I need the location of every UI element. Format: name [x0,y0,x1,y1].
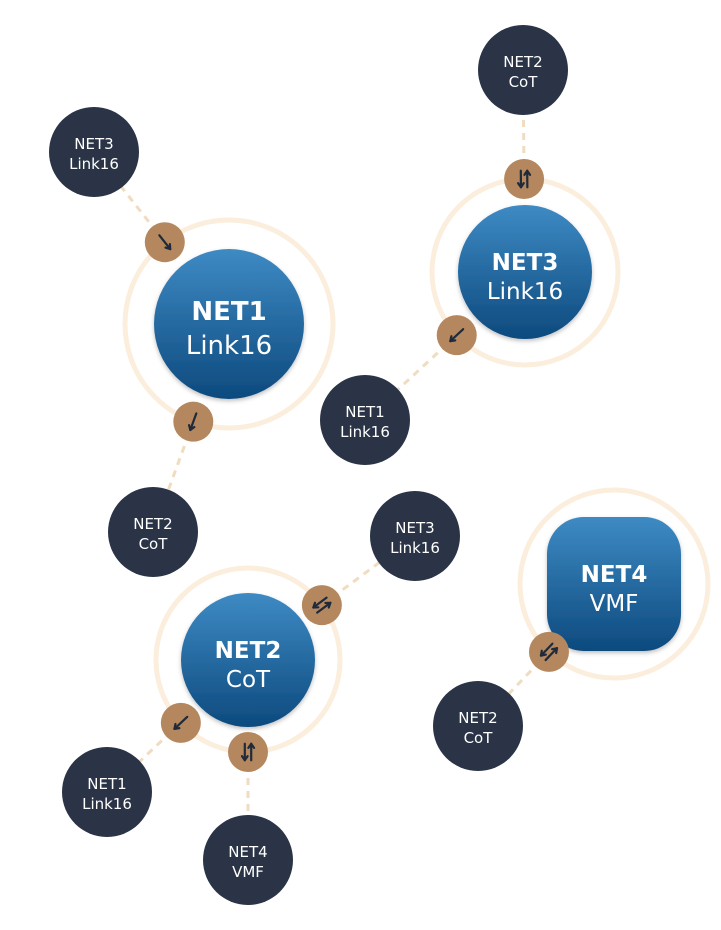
link-badge-net4-p-net2-c[interactable] [528,631,569,672]
hub-shape [458,205,592,339]
peers-layer: NET3Link16NET2CoTNET2CoTNET1Link16NET3Li… [49,25,568,905]
peer-name: NET2 [133,515,172,533]
link-line [508,650,551,695]
peer-shape [370,491,460,581]
peer-protocol: Link16 [390,539,440,557]
peer-shape [49,107,139,197]
peer-name: NET3 [74,135,113,153]
link-badge-net3-p-net1-a[interactable] [436,315,477,356]
peer-name: NET2 [503,53,542,71]
peer-protocol: VMF [232,863,264,881]
peer-protocol: CoT [509,73,539,91]
arrow-down-right-icon [158,234,172,251]
peer-name: NET4 [228,843,267,861]
arrows-diagonal-icon [539,642,559,662]
hub-name: NET2 [215,638,282,664]
link-badge-shape [528,631,569,672]
link-badge-net2-p-net3-b[interactable] [301,585,342,626]
arrow-down-left-icon [449,328,465,343]
link-badge-net2-p-net4-a[interactable] [228,732,268,772]
badges-layer [144,159,569,772]
link-line [521,114,526,180]
peer-name: NET1 [87,775,126,793]
peer-shape [203,815,293,905]
link-badge-net1-p-net3-a[interactable] [144,222,185,263]
link-line [138,721,182,763]
hub-name: NET4 [581,562,648,588]
peer-protocol: CoT [139,535,169,553]
hub-protocol: VMF [590,591,639,617]
peer-protocol: Link16 [340,423,390,441]
peer-shape [62,747,152,837]
hub-shape [154,249,304,399]
arrows-diagonal-icon [312,596,332,614]
arrow-down-left-icon [173,715,189,730]
hub-halo [517,487,711,681]
arrows-up-down-icon [240,742,256,762]
link-badge-shape [504,159,545,200]
peer-name: NET3 [395,519,434,537]
peer-protocol: Link16 [82,795,132,813]
hub-halo [122,217,336,431]
peer-name: NET1 [345,403,384,421]
arrows-up-down-icon [516,169,532,189]
peer-shape [433,681,523,771]
link-badge-net1-p-net2-a[interactable] [173,401,214,442]
peer-shape [108,487,198,577]
peer-shape [320,375,410,465]
hub-protocol: Link16 [186,331,272,361]
arrow-up-right-icon [187,412,198,432]
hub-protocol: Link16 [487,279,563,305]
link-line [120,186,166,244]
link-badge-net2-p-net1-b[interactable] [160,702,201,743]
hub-shape [181,593,315,727]
peer-protocol: CoT [464,729,494,747]
peer-protocol: Link16 [69,155,119,173]
hub-shape [547,517,681,651]
peer-name: NET2 [458,709,497,727]
hub-name: NET1 [191,297,266,327]
link-badge-shape [301,585,342,626]
link-badge-net3-p-net2-b[interactable] [504,159,545,200]
hub-protocol: CoT [226,667,271,693]
peer-shape [478,25,568,115]
hub-name: NET3 [492,250,559,276]
link-badge-shape [228,732,268,772]
